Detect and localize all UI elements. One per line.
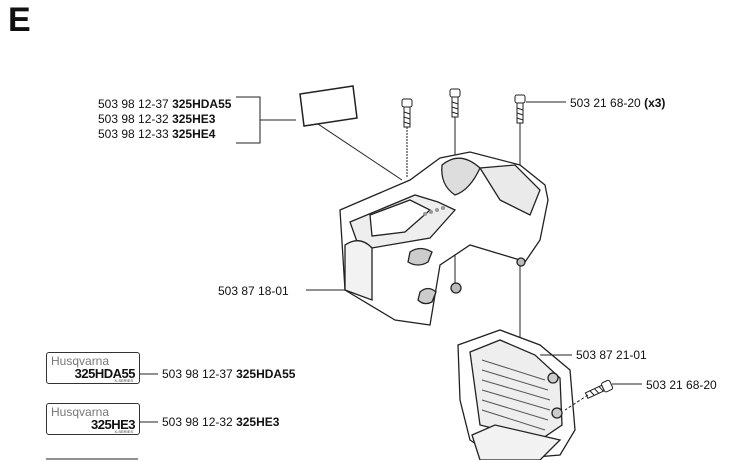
lower-cover-label: 503 87 21-01 <box>576 348 647 362</box>
decal-325hda55: Husqvarna 325HDA55 X-SERIES <box>46 352 140 384</box>
label-group-line-2: 503 98 12-32 325HE3 <box>98 112 216 126</box>
lower-cover-part <box>457 329 576 460</box>
screw-top-left <box>401 98 413 178</box>
cylinder-cover-part <box>339 151 549 326</box>
cover-label: 503 87 18-01 <box>218 284 289 298</box>
decal-325hda55-label: 503 98 12-37 325HDA55 <box>162 367 296 381</box>
decal-325he3: Husqvarna 325HE3 X-SERIES <box>46 403 140 435</box>
section-letter: E <box>8 1 31 39</box>
screw-side <box>564 379 642 411</box>
screw-top-label: 503 21 68-20 (x3) <box>570 96 666 110</box>
decal-model: 325HDA55 <box>74 366 136 381</box>
label-group-line-3: 503 98 12-33 325HE4 <box>98 127 216 141</box>
label-decal-part <box>299 85 403 181</box>
decal-325he3-label: 503 98 12-32 325HE3 <box>162 415 280 429</box>
decal-model: 325HE3 <box>91 417 135 432</box>
lower-cover-fins <box>481 359 551 431</box>
decal-series: X-SERIES <box>114 429 133 434</box>
label-group-bracket <box>236 96 296 144</box>
label-group-line-1: 503 98 12-37 325HDA55 <box>98 97 232 111</box>
decal-brand: Husqvarna <box>51 405 110 419</box>
screw-side-label: 503 21 68-20 <box>646 378 717 392</box>
decal-brand: Husqvarna <box>51 354 110 368</box>
decal-series: X-SERIES <box>114 378 133 383</box>
cover-dots <box>423 206 445 216</box>
